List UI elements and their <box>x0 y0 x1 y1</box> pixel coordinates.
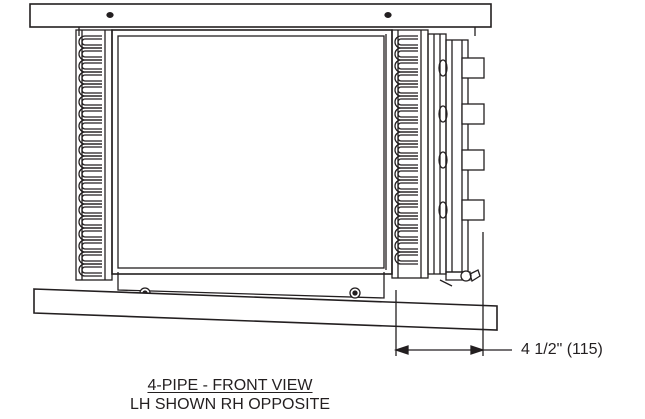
coil-return-bend-inner <box>81 122 102 130</box>
pipe-coupling <box>438 201 448 219</box>
coil-return-bend-inner <box>81 194 102 202</box>
coil-return-bend-inner <box>397 86 418 94</box>
coil-return-bend-inner <box>397 194 418 202</box>
coil-return-bend-inner <box>81 254 102 262</box>
coil-return-bend-inner <box>397 158 418 166</box>
drain-pan <box>33 288 498 331</box>
drawing-title: 4-PIPE - FRONT VIEW <box>147 377 313 394</box>
coil-return-bend-inner <box>81 170 102 178</box>
pipe-connection-stub <box>461 149 485 171</box>
coil-return-bend <box>78 263 102 277</box>
coil-return-bend-inner <box>397 254 418 262</box>
coil-return-bend <box>394 251 418 265</box>
overhang-dimension <box>393 232 512 356</box>
coil-return-bend-inner <box>397 218 418 226</box>
coil-return-bend-inner <box>81 218 102 226</box>
center-panel <box>111 29 393 275</box>
coil-return-bend-inner <box>397 146 418 154</box>
pipe-connection-stub <box>461 57 485 79</box>
coil-return-bend-inner <box>397 50 418 58</box>
coil-return-bend-inner <box>397 62 418 70</box>
coil-return-bend-inner <box>397 230 418 238</box>
drawing-subtitle: LH SHOWN RH OPPOSITE <box>129 396 331 413</box>
coil-return-bend-inner <box>81 266 102 274</box>
coil-return-bend-inner <box>81 74 102 82</box>
pipe-coupling <box>438 59 448 77</box>
coil-return-bend-inner <box>81 86 102 94</box>
coil-return-bend-inner <box>397 170 418 178</box>
coil-return-bend-inner <box>81 110 102 118</box>
coil-return-bend-inner <box>397 74 418 82</box>
top-mounting-plate <box>29 3 492 36</box>
right-coil <box>391 29 429 279</box>
coil-return-bend-inner <box>81 50 102 58</box>
overhang-dimension-label: 4 1/2" (115) <box>521 341 603 358</box>
piping-header-assembly <box>427 33 485 287</box>
coil-return-bend-inner <box>81 242 102 250</box>
coil-return-bend-inner <box>397 98 418 106</box>
coil-return-bend-inner <box>81 146 102 154</box>
coil-return-bend-inner <box>81 62 102 70</box>
coil-return-bend-inner <box>81 134 102 142</box>
coil-return-bend-inner <box>81 98 102 106</box>
coil-return-bend-inner <box>81 158 102 166</box>
coil-return-bend-inner <box>397 134 418 142</box>
coil-return-bend-inner <box>397 122 418 130</box>
coil-return-bend-inner <box>81 230 102 238</box>
coil-return-bend-inner <box>397 110 418 118</box>
coil-return-bend-inner <box>81 182 102 190</box>
pipe-connection-stub <box>461 103 485 125</box>
coil-return-bend-inner <box>397 242 418 250</box>
coil-return-bend-inner <box>81 38 102 46</box>
coil-return-bend-inner <box>397 206 418 214</box>
pipe-connection-stub <box>461 199 485 221</box>
coil-return-bend-inner <box>397 182 418 190</box>
coil-return-bend-inner <box>81 206 102 214</box>
coil-return-bend-inner <box>397 38 418 46</box>
pipe-coupling <box>438 105 448 123</box>
pipe-coupling <box>438 151 448 169</box>
left-coil <box>75 29 113 281</box>
